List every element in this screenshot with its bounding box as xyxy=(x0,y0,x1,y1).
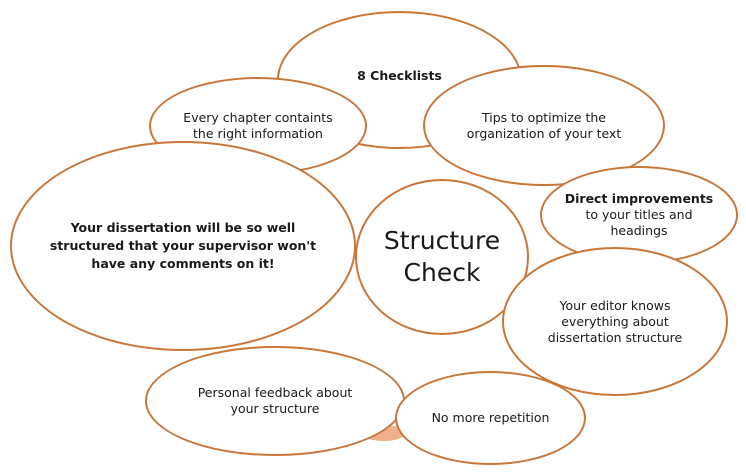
bubble-supervisor-text: Your dissertation will be so well struct… xyxy=(50,219,316,273)
bubble-repetition-text: No more repetition xyxy=(431,410,550,425)
bubble-titles-line2: to your titles and xyxy=(585,207,693,222)
bubble-editor-text: Your editor knows everything about disse… xyxy=(548,298,682,346)
bubble-titles-line1: Direct improvements xyxy=(564,191,714,206)
bubble-center-structure-check: Structure Check xyxy=(355,179,529,335)
bubble-repetition: No more repetition xyxy=(395,371,586,465)
bubble-feedback-text: Personal feedback about your structure xyxy=(198,385,353,417)
bubble-supervisor-line2: structured that your supervisor won't xyxy=(49,238,317,253)
bubble-feedback: Personal feedback about your structure xyxy=(145,346,405,456)
bubble-optimize-line2: organization of your text xyxy=(466,125,622,141)
bubble-supervisor-line3: have any comments on it! xyxy=(91,256,275,271)
bubble-optimize-line1: Tips to optimize the xyxy=(481,109,606,125)
bubble-optimize-text: Tips to optimize the organization of you… xyxy=(467,110,621,142)
bubble-editor: Your editor knows everything about disse… xyxy=(502,247,728,396)
bubble-supervisor: Your dissertation will be so well struct… xyxy=(10,141,356,351)
bubble-editor-line2: everything about xyxy=(561,313,669,329)
bubble-feedback-line1: Personal feedback about xyxy=(197,385,353,400)
bubble-titles-text: Direct improvements to your titles and h… xyxy=(565,191,714,239)
bubble-chapter-info-line2: the right information xyxy=(193,126,323,141)
bubble-supervisor-line1: Your dissertation will be so well xyxy=(70,220,296,235)
bubble-chapter-info: Every chapter containts the right inform… xyxy=(149,77,367,175)
bubble-chapter-info-line1: Every chapter containts xyxy=(183,110,333,125)
bubble-editor-line1: Your editor knows xyxy=(559,297,671,313)
center-title: Structure Check xyxy=(384,225,500,289)
bubble-titles: Direct improvements to your titles and h… xyxy=(540,166,738,264)
bubble-checklists-text: 8 Checklists xyxy=(357,68,442,83)
bubble-feedback-line2: your structure xyxy=(230,401,320,416)
bubble-editor-line3: dissertation structure xyxy=(547,329,683,345)
center-title-line1: Structure xyxy=(383,226,501,255)
bubble-chapter-info-text: Every chapter containts the right inform… xyxy=(183,110,332,142)
center-title-line2: Check xyxy=(403,258,481,287)
bubble-titles-line3: headings xyxy=(610,223,668,238)
